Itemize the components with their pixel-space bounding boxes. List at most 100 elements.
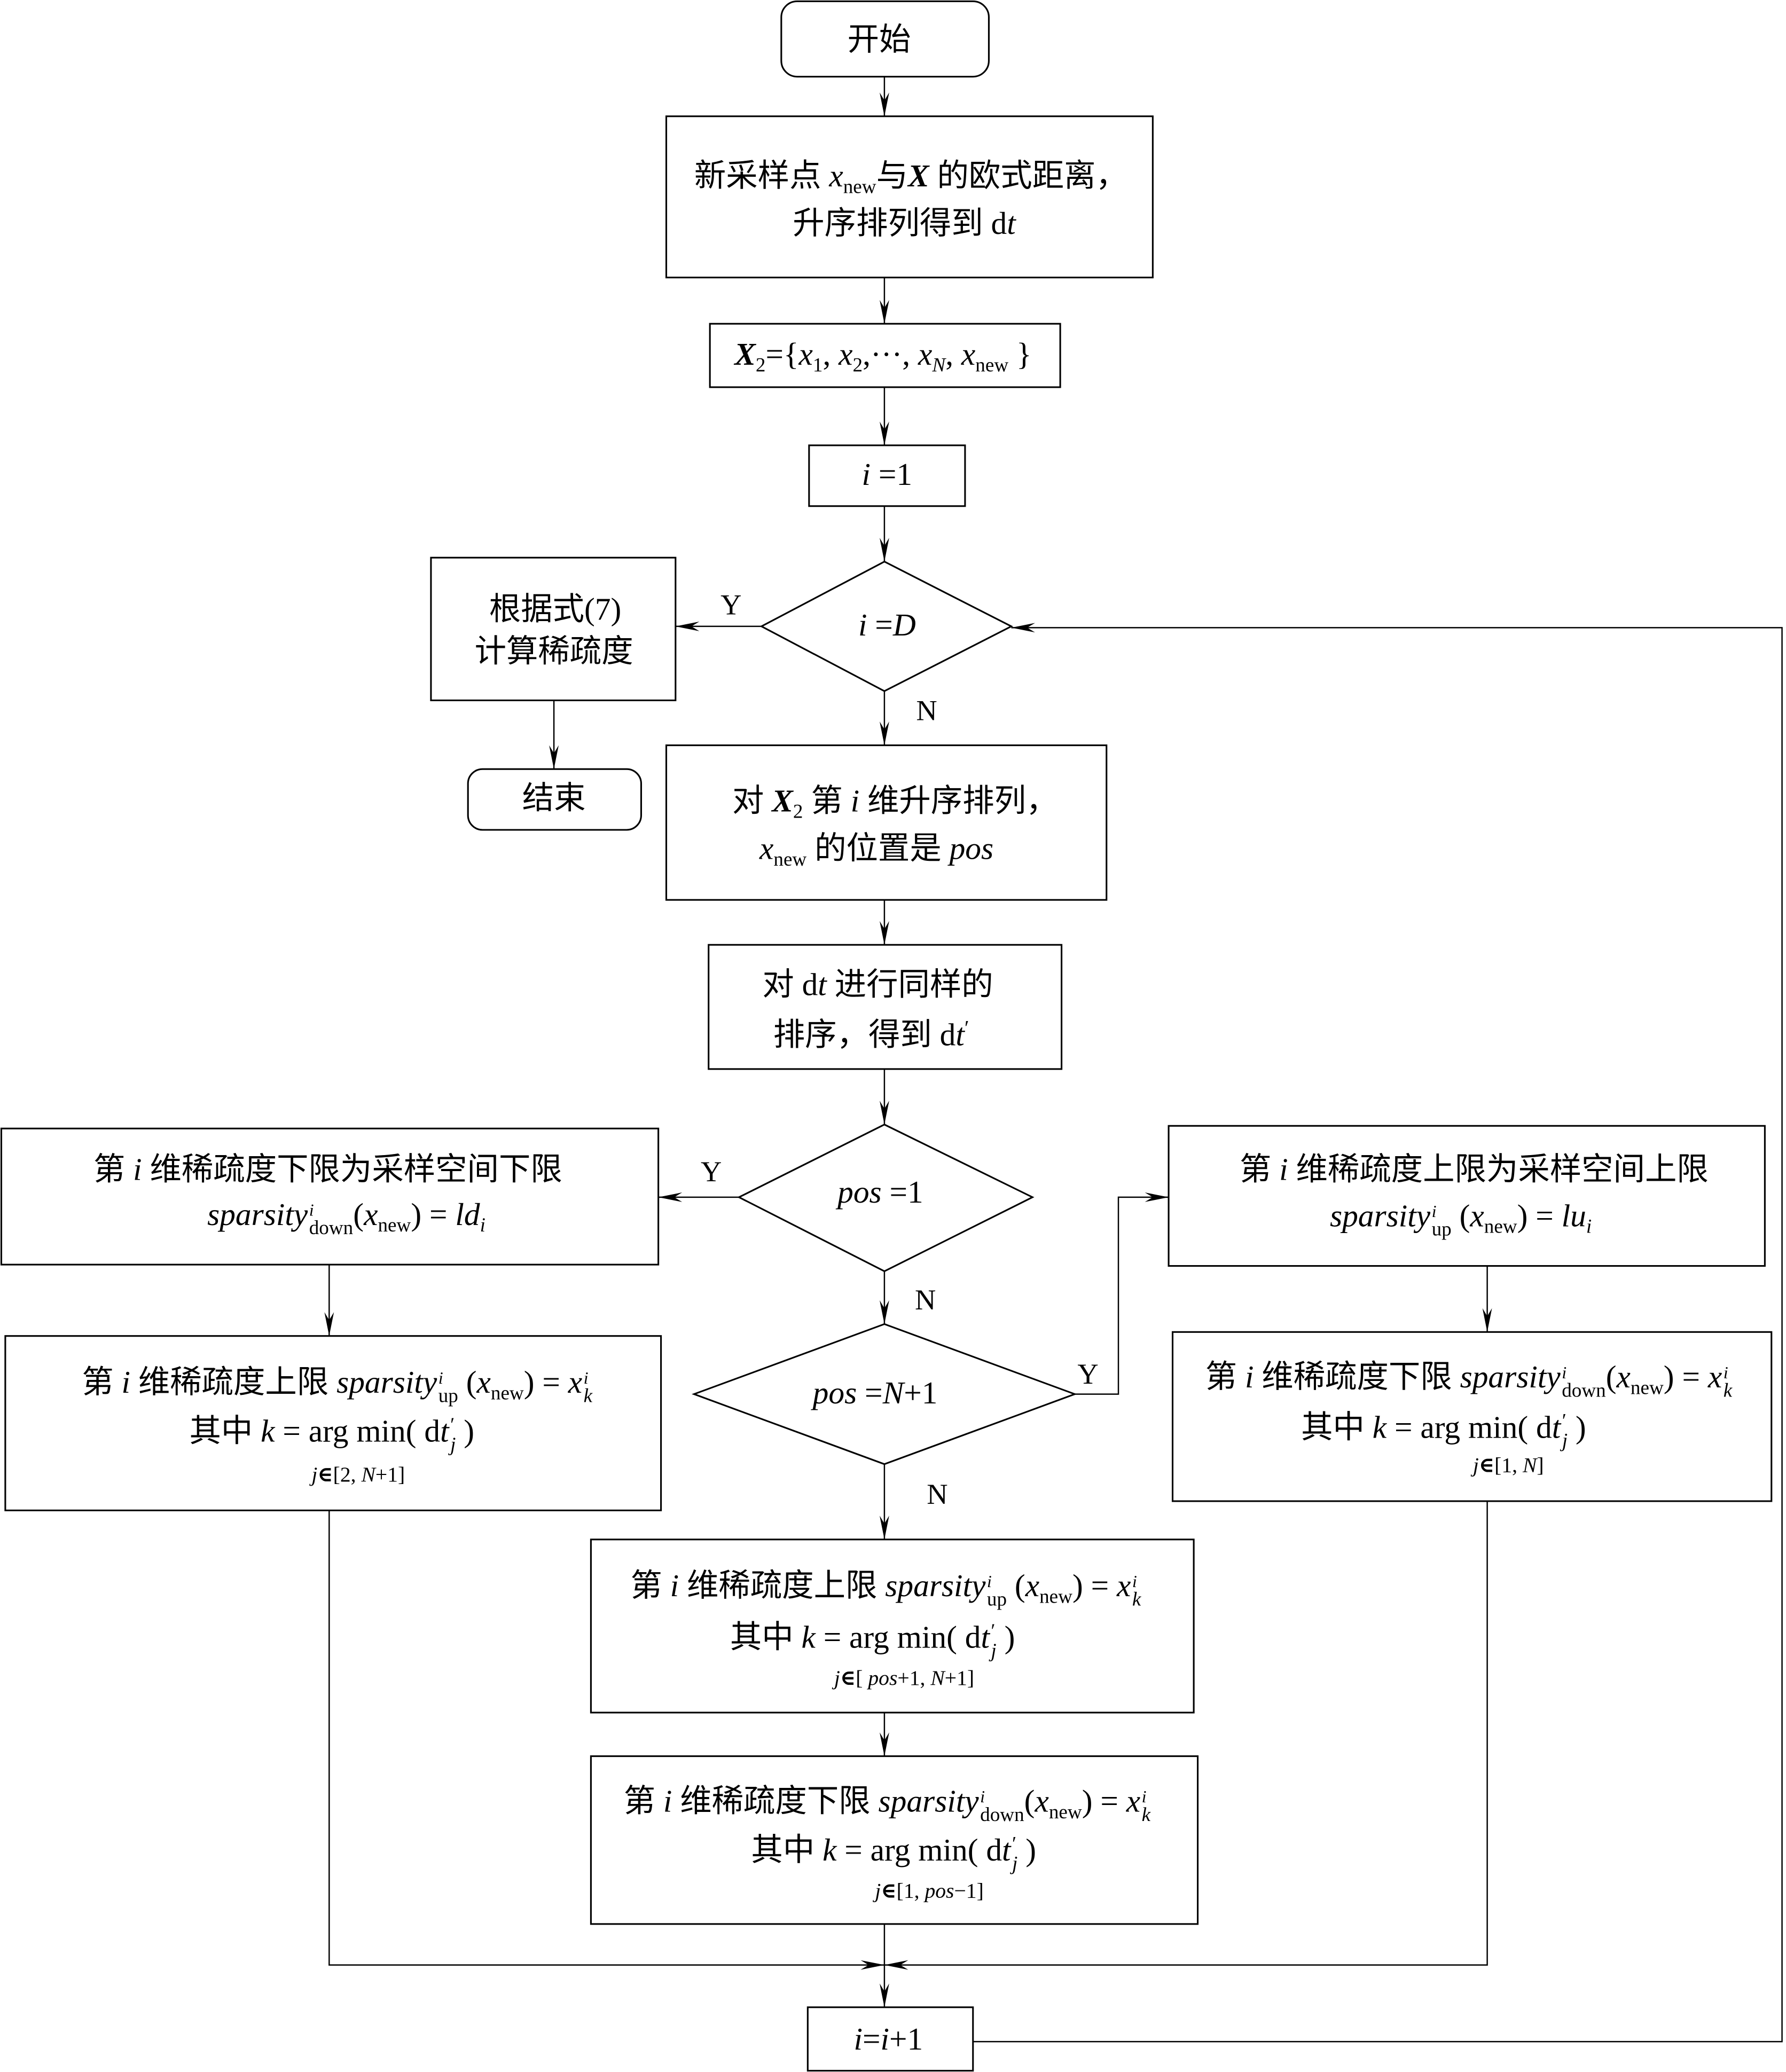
- cn-text: 维稀疏度上限为采样空间上限: [1288, 1153, 1709, 1188]
- math-text: ): [523, 1366, 535, 1401]
- math-text: ): [996, 1621, 1015, 1656]
- math-var: i: [670, 1569, 679, 1605]
- math-func: sparsity: [878, 1785, 979, 1820]
- math-text: = arg min( d: [275, 1415, 441, 1450]
- subscript: 2: [852, 355, 863, 377]
- element-of-symbol: ∈: [881, 1880, 897, 1903]
- text-line: 开始: [549, 21, 1210, 61]
- cn-text: 开始: [847, 23, 911, 58]
- math-var: t: [1002, 1834, 1011, 1869]
- text-line: 对 X2 第 i 维升序排列，: [565, 782, 1226, 823]
- math-var: pos: [868, 1667, 898, 1690]
- increment-i-box: [806, 2006, 974, 2072]
- cn-text: 进行同样的: [826, 968, 993, 1003]
- cn-text: 计算稀疏度: [474, 635, 633, 670]
- math-var: i: [121, 1366, 130, 1401]
- math-text: (: [458, 1366, 477, 1401]
- subscript: 2: [793, 802, 803, 823]
- index-range-line: j∈[1, N]: [1178, 1447, 1786, 1487]
- math-var: t: [1007, 207, 1016, 242]
- subscript: new: [1039, 1587, 1072, 1608]
- math-text: =: [1092, 1785, 1126, 1820]
- math-func: sparsity: [336, 1366, 437, 1401]
- upper-bound-space-box: [1168, 1125, 1766, 1267]
- text-line: 结束: [223, 780, 884, 819]
- math-var: i: [880, 2023, 889, 2058]
- subscript: j: [450, 1435, 456, 1456]
- superscript: i: [1431, 1201, 1437, 1221]
- math-var: x: [1126, 1785, 1141, 1820]
- math-var: N: [882, 1377, 904, 1411]
- math-var: t: [818, 968, 827, 1003]
- math-text: =: [1674, 1361, 1708, 1396]
- math-var: x: [759, 832, 774, 867]
- cn-text: 其中: [730, 1621, 802, 1656]
- cn-text: 排序，得到 d: [773, 1018, 956, 1054]
- math-var: x: [364, 1198, 378, 1233]
- cn-text: 第: [1239, 1153, 1280, 1188]
- subscript: new: [975, 355, 1009, 377]
- formula-line: 其中 k = arg min( dt′j ): [1, 1412, 662, 1455]
- edge-label-no: N: [927, 1477, 948, 1511]
- superscript: i: [1141, 1786, 1147, 1807]
- math-text: +1: [889, 2023, 923, 2058]
- math-var: N: [1522, 1455, 1537, 1478]
- math-var: pos: [949, 832, 994, 867]
- cn-text: 第: [623, 1785, 663, 1820]
- subscript: k: [583, 1386, 593, 1408]
- cn-text: 第: [1205, 1361, 1245, 1396]
- superscript: i: [309, 1199, 314, 1220]
- math-var: i: [853, 2023, 863, 2058]
- math-matrix: X: [907, 160, 929, 194]
- edge-label-yes: Y: [1077, 1357, 1099, 1391]
- subscript: new: [490, 1383, 524, 1405]
- math-text: +1,: [897, 1667, 931, 1690]
- subscript: down: [1562, 1380, 1606, 1402]
- subscript: j: [991, 1641, 997, 1662]
- cn-text: 其中: [189, 1415, 261, 1450]
- cn-text: 与: [876, 160, 908, 194]
- subscript: k: [1132, 1589, 1141, 1611]
- math-text: =: [1083, 1569, 1117, 1605]
- subscript: down: [309, 1218, 354, 1240]
- edge-label-yes: Y: [720, 588, 742, 622]
- cn-text: 维稀疏度上限: [130, 1366, 337, 1401]
- subscript: 1: [812, 355, 823, 377]
- math-text: ): [1072, 1569, 1083, 1605]
- subscript: N: [932, 355, 946, 377]
- edge-arrow-merge-right: [884, 1501, 1488, 1970]
- index-range-line: j∈[ pos+1, N+1]: [574, 1660, 1235, 1699]
- connectors: [324, 76, 1783, 2043]
- text-line: i=i+1: [558, 2021, 1219, 2060]
- formula-line: 其中 k = arg min( dt′j ): [542, 1619, 1203, 1661]
- text-line: pos =1: [550, 1173, 1211, 1213]
- math-matrix: X: [772, 784, 793, 820]
- cn-text: 新采样点: [694, 160, 829, 194]
- math-var: x: [961, 338, 976, 373]
- math-text: ): [1568, 1411, 1586, 1446]
- math-var: x: [798, 338, 813, 373]
- superscript: i: [583, 1368, 589, 1388]
- sup-sub-stack: ′j: [1012, 1835, 1017, 1875]
- math-var: x: [1035, 1785, 1049, 1820]
- math-var: x: [829, 160, 843, 194]
- math-var: pos: [812, 1377, 857, 1411]
- math-var: ld: [455, 1198, 480, 1233]
- subscript: new: [1048, 1802, 1082, 1824]
- text-line: X2={x1, x2,···, xN, xnew }: [553, 336, 1214, 377]
- math-text: ): [1517, 1199, 1528, 1235]
- cn-text: 第: [630, 1569, 670, 1605]
- subscript: new: [773, 850, 807, 871]
- math-text: (: [1024, 1785, 1035, 1820]
- math-matrix: X: [734, 338, 756, 373]
- cn-text: 的欧式距离，: [929, 160, 1127, 194]
- math-var: t: [440, 1415, 449, 1450]
- math-func: sparsity: [885, 1569, 986, 1605]
- edge-label-yes: Y: [700, 1155, 722, 1188]
- math-var: x: [918, 338, 933, 373]
- math-text: ]: [1537, 1455, 1544, 1478]
